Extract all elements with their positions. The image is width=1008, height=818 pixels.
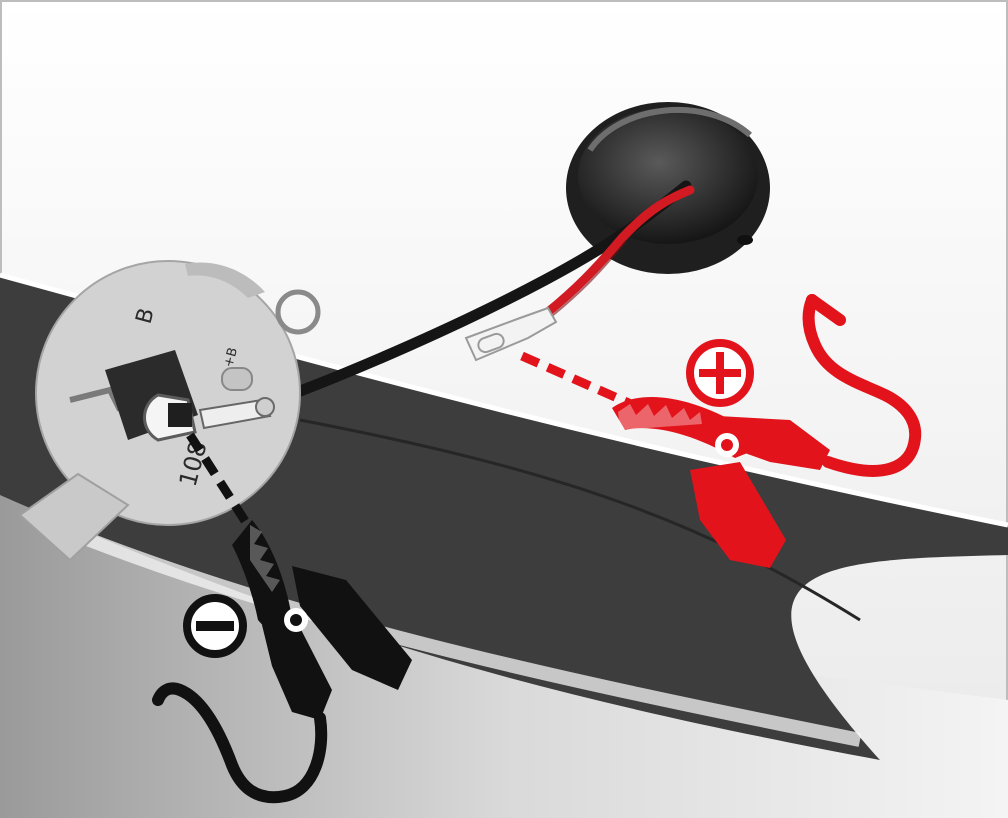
negative-symbol-icon xyxy=(187,598,243,654)
positive-symbol-icon xyxy=(690,343,750,403)
